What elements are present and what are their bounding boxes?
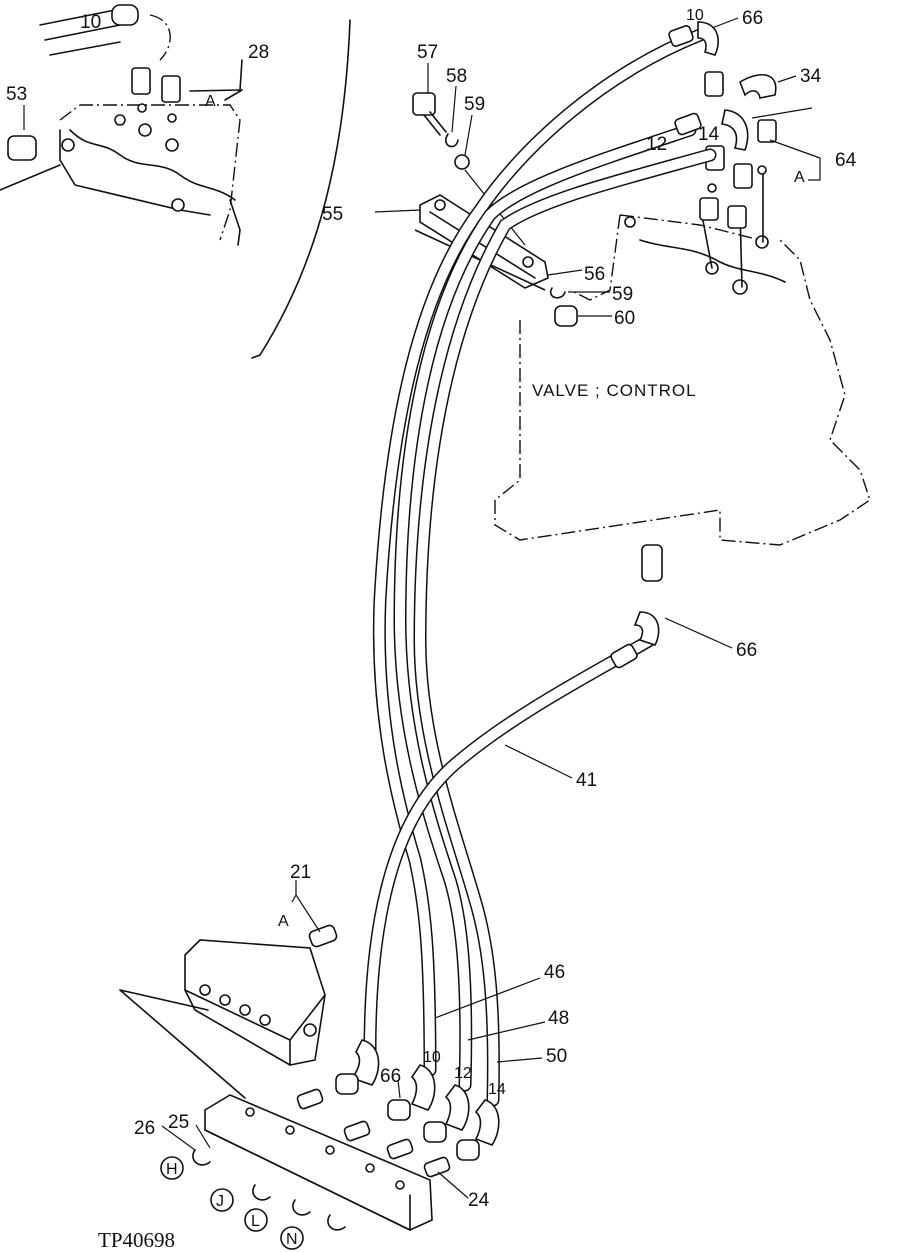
hose-tags: 10 12 14 10 12 14 [423,7,704,1098]
port-letter-h: H [166,1161,178,1178]
callout-28: 28 [248,42,269,63]
hose-clamp-assembly [412,92,578,327]
hose-tag-10-bottom: 10 [423,1049,441,1066]
port-letter-n: N [286,1231,298,1248]
callout-50: 50 [546,1046,567,1067]
callout-14-valve: 14 [698,124,720,145]
reference-mark-a-manifold: A [278,913,289,930]
control-valve-body [494,71,871,546]
port-plugs: H J L N [160,1156,304,1250]
callout-66-bottom: 66 [380,1066,401,1087]
callout-34: 34 [800,66,822,87]
callout-66-middle: 66 [736,640,757,661]
callout-48: 48 [548,1008,569,1029]
reference-marks: A A A [205,93,805,930]
callout-60: 60 [614,308,635,329]
hose-tag-10-top: 10 [686,7,704,24]
callout-56: 56 [584,264,605,285]
reference-mark-a-right: A [794,169,805,186]
port-letter-j: J [216,1193,224,1210]
callout-55: 55 [322,204,343,225]
callout-58: 58 [446,66,467,87]
callout-12-valve: 12 [646,134,667,155]
mounting-bracket-plate [192,1088,451,1231]
hose-tag-14-bottom: 14 [488,1081,506,1098]
port-letter-l: L [251,1213,260,1230]
callout-25: 25 [168,1112,189,1133]
callout-53: 53 [6,84,27,105]
callout-59-bottom: 59 [612,284,633,305]
callout-24: 24 [468,1190,490,1211]
component-label: VALVE ; CONTROL [532,381,697,400]
manifold-block [119,924,338,1099]
callout-10-top-left: 10 [80,12,101,33]
upper-left-inset [0,4,351,359]
hose-bundle [335,21,719,1161]
callout-21: 21 [290,862,311,883]
callout-66-top: 66 [742,8,763,29]
callout-46: 46 [544,962,565,983]
callout-59-top: 59 [464,94,485,115]
callouts: 10 28 53 57 58 59 66 34 12 14 64 55 56 5… [6,8,857,1211]
reference-mark-a-left: A [205,93,216,110]
callout-57: 57 [417,42,438,63]
callout-41: 41 [576,770,597,791]
callout-26: 26 [134,1118,155,1139]
leader-lines [23,17,821,1199]
figure-id: TP40698 [98,1228,175,1252]
hose-tag-12-bottom: 12 [454,1065,472,1082]
callout-64: 64 [835,150,857,171]
